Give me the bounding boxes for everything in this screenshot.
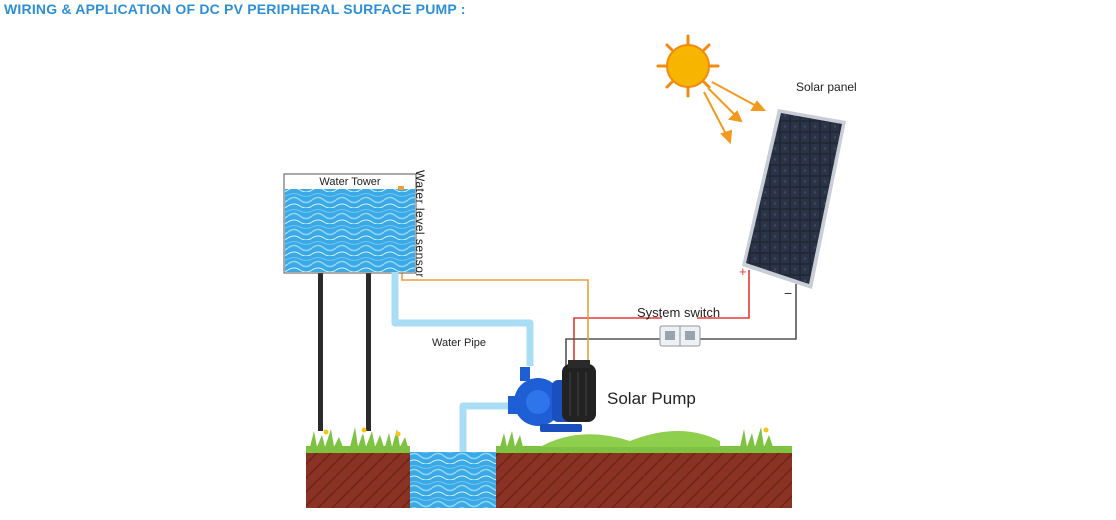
solar-pump-icon <box>508 360 596 432</box>
solar-pump-label: Solar Pump <box>607 389 696 408</box>
positive-wire-to-pump <box>573 317 662 368</box>
negative-wire-to-pump <box>565 338 662 368</box>
negative-terminal-label: − <box>784 285 792 301</box>
solar-panel-label: Solar panel <box>796 80 857 94</box>
positive-wire <box>697 270 750 319</box>
sensor-wire <box>401 192 589 368</box>
well-water <box>410 452 496 508</box>
sun-icon <box>656 34 720 98</box>
positive-terminal-label: + <box>739 264 747 279</box>
soil-right <box>496 452 792 508</box>
level-sensor-icon <box>398 186 404 190</box>
tower-legs <box>318 273 371 431</box>
water-tower-label: Water Tower <box>319 176 381 188</box>
water-pipe-label: Water Pipe <box>432 337 487 349</box>
sun-ray-arrows <box>703 81 767 145</box>
page-heading: WIRING & APPLICATION OF DC PV PERIPHERAL… <box>4 1 466 17</box>
grass-icon <box>306 427 792 453</box>
water-level-sensor-label: Water level sensor <box>413 170 427 278</box>
water-tower-icon <box>283 173 417 274</box>
circuit-breaker-icon <box>659 325 701 347</box>
negative-wire <box>697 284 797 340</box>
system-switch-label: System switch <box>637 305 721 320</box>
solar-panel-icon <box>742 109 846 289</box>
soil-left <box>306 452 410 508</box>
